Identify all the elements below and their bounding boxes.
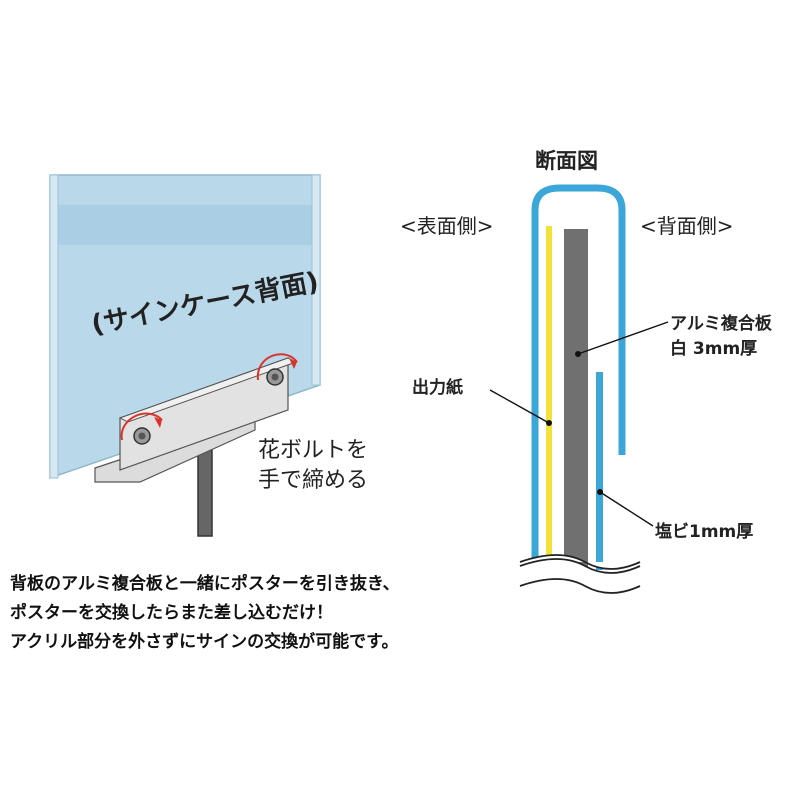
rotate-arrow-right (256, 353, 298, 381)
aluminum-spec-label: 白 3mm厚 (670, 339, 758, 359)
stand-pole (197, 449, 213, 537)
rotate-arrow-right-head (289, 358, 297, 369)
instruction-line-2: 手で締める (258, 468, 369, 493)
bolt-right-inner (271, 373, 279, 381)
front-side-label: <表面側> (400, 214, 494, 238)
panel-right-edge (311, 174, 321, 386)
pvc-label: 塩ビ1mm厚 (655, 522, 754, 542)
back-side-label: <背面側> (640, 214, 734, 238)
panel-top-strip (50, 205, 320, 245)
aluminum-board-label: アルミ複合板 (670, 314, 772, 334)
section-title: 断面図 (535, 149, 598, 173)
instruction-line-1: 花ボルトを (258, 438, 369, 463)
output-paper-label: 出力紙 (412, 378, 463, 398)
caption-line-1: 背板のアルミ複合板と一緒にポスターを引き抜き、 (10, 574, 400, 594)
caption-line-3: アクリル部分を外さずにサインの交換が可能です。 (10, 632, 399, 652)
caption-line-2: ポスターを交換したらまた差し込むだけ！ (10, 603, 333, 623)
rotate-arrow-left-head (154, 417, 162, 428)
bolt-left-inner (138, 432, 146, 440)
panel-left-edge (49, 174, 59, 479)
rotate-arrow-left (120, 412, 163, 441)
